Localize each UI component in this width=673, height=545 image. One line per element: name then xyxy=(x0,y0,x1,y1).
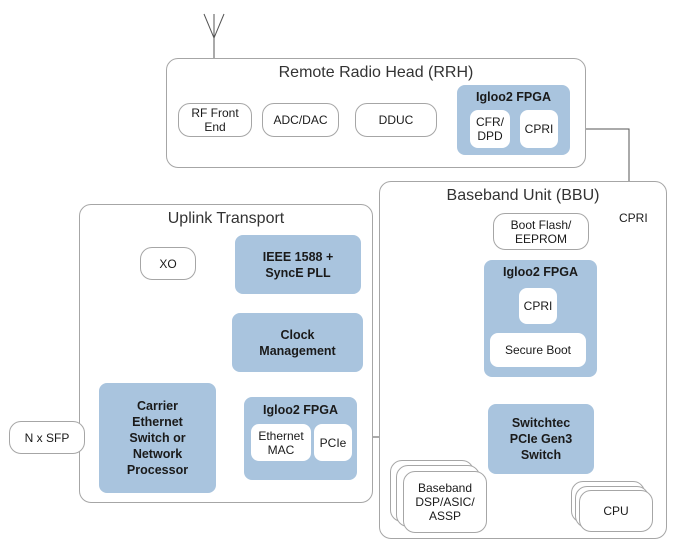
clock-management-label: Clock Management xyxy=(259,327,336,358)
dduc-box: DDUC xyxy=(355,103,437,137)
uplink-fpga-title: Igloo2 FPGA xyxy=(263,403,338,417)
cfr-dpd-label: CFR/ DPD xyxy=(476,115,504,143)
secure-boot-label: Secure Boot xyxy=(504,343,572,357)
cpu-box: CPU xyxy=(579,490,653,532)
switchtec-box: Switchtec PCIe Gen3 Switch xyxy=(488,404,594,474)
rrh-fpga-title: Igloo2 FPGA xyxy=(476,90,551,104)
xo-box: XO xyxy=(140,247,196,280)
cpu-label: CPU xyxy=(603,504,629,518)
ethernet-mac-box: Ethernet MAC xyxy=(250,423,312,462)
bbu-title: Baseband Unit (BBU) xyxy=(446,187,600,204)
sfp-label: N x SFP xyxy=(24,430,70,445)
baseband-label: Baseband DSP/ASIC/ ASSP xyxy=(415,481,475,523)
uplink-title: Uplink Transport xyxy=(167,210,285,227)
bbu-fpga-title: Igloo2 FPGA xyxy=(503,265,578,279)
bbu-cpri-label: CPRI xyxy=(523,299,553,313)
uplink-pcie-label: PCIe xyxy=(319,435,347,450)
adc-dac-label: ADC/DAC xyxy=(273,113,328,127)
adc-dac-box: ADC/DAC xyxy=(262,103,339,137)
switchtec-label: Switchtec PCIe Gen3 Switch xyxy=(509,416,573,462)
rrh-cpri-label: CPRI xyxy=(524,122,554,136)
pll-label: IEEE 1588 + SyncE PLL xyxy=(262,249,334,280)
ethernet-mac-label: Ethernet MAC xyxy=(258,428,304,457)
uplink-pcie-box: PCIe xyxy=(313,423,353,462)
sfp-box: N x SFP xyxy=(9,421,85,454)
cfr-dpd-box: CFR/ DPD xyxy=(469,109,511,149)
xo-label: XO xyxy=(159,256,177,271)
carrier-ethernet-label: Carrier Ethernet Switch or Network Proce… xyxy=(126,399,189,477)
rrh-title: Remote Radio Head (RRH) xyxy=(278,64,474,81)
dduc-label: DDUC xyxy=(378,113,414,127)
rrh-cpri-box: CPRI xyxy=(519,109,559,149)
pll-box: IEEE 1588 + SyncE PLL xyxy=(235,235,361,294)
rf-front-end-box: RF Front End xyxy=(178,103,252,137)
boot-flash-box: Boot Flash/ EEPROM xyxy=(493,213,589,250)
boot-flash-label: Boot Flash/ EEPROM xyxy=(510,217,572,246)
secure-boot-box: Secure Boot xyxy=(489,332,587,368)
cpri-link-label: CPRI xyxy=(618,211,649,225)
rf-front-end-label: RF Front End xyxy=(191,106,239,134)
baseband-box: Baseband DSP/ASIC/ ASSP xyxy=(403,471,487,533)
carrier-ethernet-box: Carrier Ethernet Switch or Network Proce… xyxy=(99,383,216,493)
bbu-cpri-box: CPRI xyxy=(518,287,558,325)
clock-management-box: Clock Management xyxy=(232,313,363,372)
